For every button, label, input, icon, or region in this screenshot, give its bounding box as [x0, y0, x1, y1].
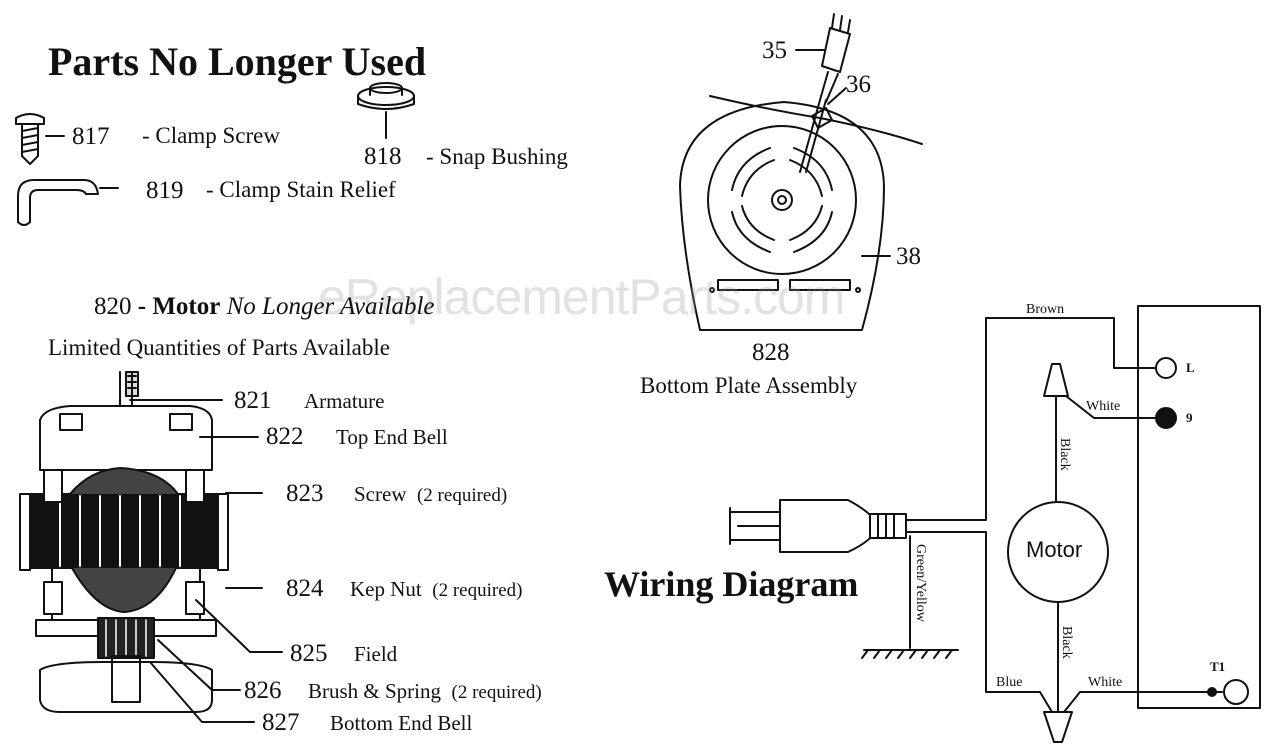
leader-825: [195, 599, 283, 653]
part-821-number: 821: [234, 387, 272, 414]
terminal-label-9: 9: [1186, 410, 1193, 425]
part-825-label: Field: [354, 642, 398, 666]
part-824-number: 824: [286, 575, 324, 602]
wire-label-green-yellow: Green/Yellow: [913, 544, 928, 622]
part-824-name: Kep Nut: [350, 577, 422, 601]
part-820-status: No Longer Available: [226, 293, 435, 320]
wire-label-black-bottom: Black: [1059, 626, 1074, 659]
part-822-label: Top End Bell: [336, 425, 448, 449]
part-821-label: Armature: [304, 389, 385, 413]
terminal-label-t1: T1: [1210, 659, 1226, 674]
terminal-label-l: L: [1186, 360, 1195, 375]
part-827-label: Bottom End Bell: [330, 711, 473, 735]
part-820-number: 820: [94, 293, 132, 320]
part-820-dash: -: [137, 293, 147, 320]
leader-826: [157, 639, 241, 691]
motor-exploded-view: [19, 371, 229, 713]
wire-label-brown: Brown: [1026, 302, 1065, 317]
terminal-9: [1155, 407, 1177, 429]
part-819-number: 819: [146, 177, 184, 204]
motor-top-terminal: [1043, 363, 1069, 397]
part-827-number: 827: [262, 709, 300, 736]
part-825-number: 825: [290, 640, 328, 667]
part-820-line: 820 - Motor No Longer Available: [94, 294, 434, 319]
part-822-number: 822: [266, 423, 304, 450]
leader-827: [149, 661, 255, 723]
part-824-label: Kep Nut (2 required): [350, 577, 523, 601]
wire-label-blue: Blue: [996, 675, 1023, 690]
wire-white-top: [1065, 395, 1157, 419]
part-828-number: 828: [752, 339, 790, 366]
part-819-label: - Clamp Stain Relief: [206, 177, 396, 202]
part-826-number: 826: [244, 677, 282, 704]
control-panel-box: [1137, 305, 1261, 709]
clamp-strain-relief-icon: [17, 179, 99, 226]
bottom-plate-assembly-drawing: [679, 13, 923, 331]
terminal-l: [1155, 357, 1177, 379]
part-823-number: 823: [286, 480, 324, 507]
motor-label: Motor: [1026, 537, 1083, 562]
wire-label-white-top: White: [1086, 399, 1121, 414]
callout-38: 38: [896, 243, 921, 270]
page-title: Parts No Longer Used: [48, 39, 427, 84]
terminal-t1: [1223, 679, 1249, 705]
part-823-note: (2 required): [416, 485, 508, 506]
wire-white-bottom: [1063, 691, 1223, 713]
part-826-label: Brush & Spring (2 required): [308, 679, 542, 703]
wire-label-black-top: Black: [1057, 438, 1072, 471]
part-826-note: (2 required): [451, 682, 542, 703]
wire-blue: [905, 531, 1053, 713]
callout-35: 35: [762, 37, 787, 64]
wire-brown: [905, 317, 1157, 521]
wire-label-white-bottom: White: [1088, 675, 1123, 690]
part-817-label: - Clamp Screw: [142, 123, 280, 148]
snap-bushing-icon: [357, 82, 415, 110]
plug-icon: [729, 499, 907, 553]
part-818-number: 818: [364, 143, 402, 170]
part-818-label: - Snap Bushing: [426, 144, 568, 169]
callout-36: 36: [846, 71, 871, 98]
motor-bottom-terminal: [1043, 711, 1073, 743]
wiring-diagram-title: Wiring Diagram: [604, 564, 859, 604]
part-824-note: (2 required): [432, 580, 523, 601]
watermark: eReplacementParts.com: [318, 269, 845, 325]
part-817-number: 817: [72, 123, 110, 150]
wiring-schematic: [729, 305, 1261, 743]
part-828-label: Bottom Plate Assembly: [640, 373, 858, 398]
limited-quantities-note: Limited Quantities of Parts Available: [48, 335, 390, 360]
part-820-motor: Motor: [152, 293, 221, 320]
part-823-name: Screw: [354, 482, 407, 506]
clamp-screw-icon: [15, 113, 45, 165]
part-826-name: Brush & Spring: [308, 679, 442, 703]
part-823-label: Screw (2 required): [354, 482, 508, 506]
leader-36: [827, 87, 847, 105]
